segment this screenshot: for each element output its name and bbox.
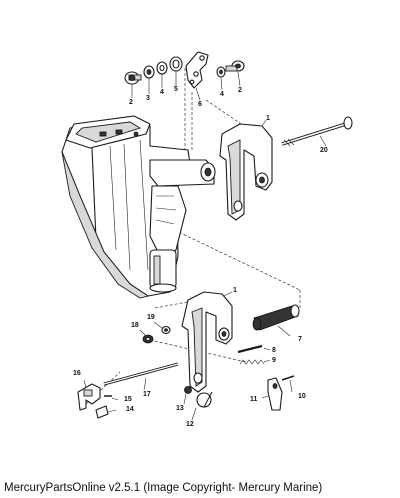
main-housing — [61, 115, 216, 299]
copyright-footer: MercuryPartsOnline v2.5.1 (Image Copyrig… — [4, 482, 323, 494]
callout-17: 17 — [143, 391, 151, 398]
upper-clamp-bracket — [219, 123, 273, 221]
part-10-pin — [281, 375, 295, 381]
part-13-bolt — [184, 386, 192, 394]
part-9-spring — [239, 359, 265, 365]
callout-2-left: 2 — [129, 99, 133, 106]
callout-19: 19 — [147, 314, 155, 321]
part-8-pin — [237, 344, 263, 354]
callout-13: 13 — [176, 405, 184, 412]
callout-6: 6 — [198, 101, 202, 108]
callout-2-right: 2 — [238, 87, 242, 94]
part-11-lever — [267, 377, 283, 411]
part-2-left-bolt — [124, 71, 142, 85]
part-12-knob — [196, 391, 213, 408]
callout-18: 18 — [131, 322, 139, 329]
part-17-rod — [103, 362, 179, 386]
part-18-nut — [142, 334, 154, 344]
callout-10: 10 — [298, 393, 306, 400]
part-4-right-washer — [216, 66, 226, 78]
callout-8: 8 — [272, 347, 276, 354]
callout-16: 16 — [73, 370, 81, 377]
callout-1-upper: 1 — [266, 115, 270, 122]
part-20-long-bolt — [281, 116, 353, 147]
top-hardware-group — [124, 51, 245, 89]
callout-15: 15 — [124, 396, 132, 403]
lower-clamp-bracket — [181, 291, 233, 393]
callout-5: 5 — [174, 86, 178, 93]
callout-1-lower: 1 — [233, 287, 237, 294]
part-14-small-clip — [95, 405, 109, 419]
callout-3: 3 — [146, 95, 150, 102]
part-16-clip — [77, 383, 101, 411]
callout-12: 12 — [186, 421, 194, 428]
part-3-washer — [143, 65, 155, 79]
callout-4-right: 4 — [220, 91, 224, 98]
callout-11: 11 — [250, 396, 258, 403]
part-2-right-bolt — [225, 60, 245, 72]
callout-4-left: 4 — [160, 89, 164, 96]
exploded-parts-diagram — [61, 51, 353, 421]
callout-9: 9 — [272, 357, 276, 364]
callout-20: 20 — [320, 147, 328, 154]
part-4-left-nut — [156, 61, 168, 75]
callout-7: 7 — [298, 336, 302, 343]
callout-14: 14 — [126, 406, 134, 413]
part-7-cylinder-pad — [252, 304, 300, 331]
part-5-spring-ring — [169, 56, 183, 72]
part-6-link-plate — [185, 51, 209, 89]
top-leader-lines — [131, 71, 241, 101]
part-19-washer — [161, 325, 171, 335]
